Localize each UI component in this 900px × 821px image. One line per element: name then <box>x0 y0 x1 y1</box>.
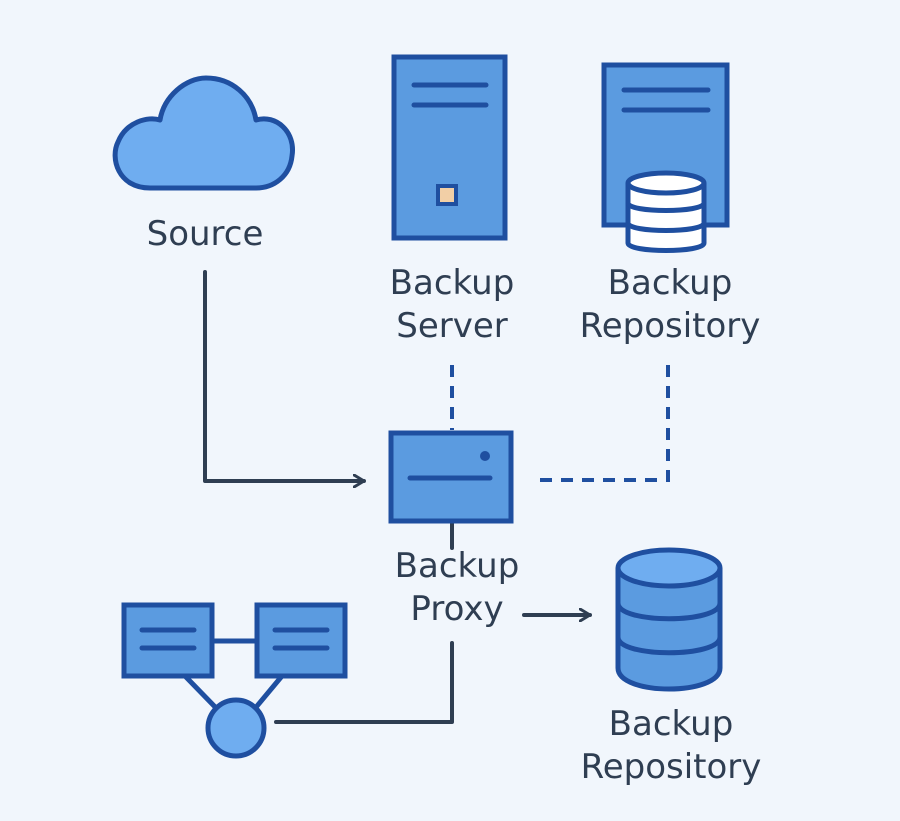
backup-repository-bottom-label-line-1: Backup <box>608 704 734 744</box>
server-tower-icon <box>391 54 508 241</box>
connectors <box>203 270 670 724</box>
connector-proxy-to-network <box>274 520 454 724</box>
source-label: Source <box>147 213 264 256</box>
backup-repository-top-label-line-1: Backup <box>607 263 733 303</box>
backup-repository-bottom-label: Backup Repository <box>581 703 762 789</box>
connector-source-to-proxy <box>203 270 366 481</box>
backup-server-label-line-2: Server <box>396 306 508 346</box>
cloud-icon <box>112 75 295 191</box>
backup-proxy-label-line-1: Backup <box>394 546 520 586</box>
backup-proxy-label: Backup Proxy <box>395 545 520 631</box>
backup-repository-top-label: Backup Repository <box>580 262 761 348</box>
backup-repository-top-label-line-2: Repository <box>579 306 761 346</box>
database-cylinder-icon <box>615 547 723 692</box>
connector-repository-to-proxy <box>532 365 670 482</box>
backup-proxy-label-line-2: Proxy <box>410 589 504 629</box>
network-topology-icon <box>121 602 348 759</box>
backup-server-label-line-1: Backup <box>389 263 515 303</box>
backup-server-label: Backup Server <box>390 262 515 348</box>
source-label-line: Source <box>146 214 264 254</box>
proxy-box-icon <box>388 430 514 524</box>
backup-repository-bottom-label-line-2: Repository <box>580 747 762 787</box>
server-with-database-icon <box>601 62 730 253</box>
